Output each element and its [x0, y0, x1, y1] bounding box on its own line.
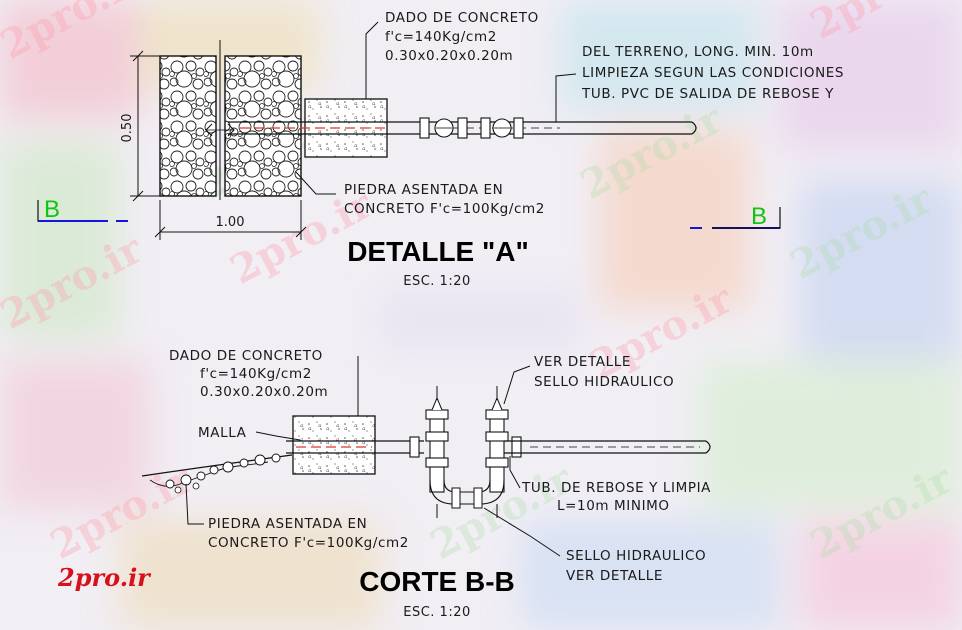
section-marker-left: B: [37, 196, 128, 223]
sello-label: SELLO HIDRAULICO: [566, 548, 706, 564]
corte-bb: DADO DE CONCRETO f'c=140Kg/cm2 0.30x0.20…: [141, 348, 711, 620]
leader-sello: [483, 507, 561, 557]
dado-label: DADO DE CONCRETO: [385, 10, 539, 26]
tub-label: TUB. PVC DE SALIDA DE REBOSE Y: [581, 86, 834, 102]
section-b-right: B: [751, 203, 767, 230]
site-logo[interactable]: 2pro.ir: [57, 563, 152, 592]
watermark-text: 2pro.ir: [803, 0, 961, 49]
leader-piedra-bb: [185, 483, 204, 525]
dimension-width-label: 1.00: [216, 215, 245, 230]
dado-label-bb: DADO DE CONCRETO: [169, 348, 323, 364]
tub-label: DEL TERRENO, LONG. MIN. 10m: [582, 44, 814, 60]
pvc-pipe: [228, 117, 697, 139]
piedra-label: CONCRETO F'c=100Kg/cm2: [344, 201, 545, 217]
detalle-a: 0.50 1.00: [37, 10, 844, 289]
corte-bb-scale: ESC. 1:20: [403, 605, 471, 620]
leader-ver-detalle: [503, 365, 531, 405]
dado-label: 0.30x0.20x0.20m: [385, 48, 513, 64]
tub-label-bb: L=10m MINIMO: [557, 498, 670, 514]
leader-malla: [255, 431, 301, 441]
piedra-label-bb: CONCRETO F'c=100Kg/cm2: [208, 535, 409, 551]
watermark-text: 2pro.ir: [803, 455, 961, 569]
dado-label-bb: f'c=140Kg/cm2: [200, 366, 312, 382]
pipe-right: [504, 436, 711, 458]
tub-label-bb: TUB. DE REBOSE Y LIMPIA: [521, 480, 711, 496]
stone-wall: [159, 40, 302, 200]
dimension-width: 1.00: [154, 200, 307, 240]
dimension-height: 0.50: [120, 50, 160, 202]
ver-detalle-label: SELLO HIDRAULICO: [534, 374, 674, 390]
ground-stones: [141, 453, 293, 494]
dado-label-bb: 0.30x0.20x0.20m: [200, 384, 328, 400]
watermark-text: 2pro.ir: [0, 225, 151, 339]
dado-label: f'c=140Kg/cm2: [385, 29, 497, 45]
detalle-a-title: DETALLE "A": [347, 236, 529, 267]
concrete-block: [292, 415, 376, 475]
piedra-label-bb: PIEDRA ASENTADA EN: [208, 516, 367, 532]
hydraulic-seal-trap: [425, 386, 509, 518]
watermark-text: 2pro.ir: [43, 455, 201, 569]
leader-piedra: [295, 171, 336, 195]
watermark-text: 2pro.ir: [783, 175, 941, 289]
sello-label: VER DETALLE: [566, 568, 663, 584]
watermark-text: 2pro.ir: [0, 0, 151, 69]
watermark-text: 2pro.ir: [573, 95, 731, 209]
leader-dado: [365, 21, 379, 99]
malla-label: MALLA: [198, 425, 247, 441]
section-b-left: B: [44, 196, 60, 223]
section-marker-right: B: [690, 203, 781, 230]
pipe-left: [286, 436, 424, 458]
tub-label: LIMPIEZA SEGUN LAS CONDICIONES: [582, 65, 844, 81]
dimension-height-label: 0.50: [120, 114, 135, 143]
watermark-text: 2pro.ir: [583, 275, 741, 389]
leader-tub: [555, 73, 577, 122]
corte-bb-title: CORTE B-B: [359, 566, 515, 597]
ver-detalle-label: VER DETALLE: [534, 354, 631, 370]
piedra-label: PIEDRA ASENTADA EN: [344, 182, 503, 198]
detalle-a-scale: ESC. 1:20: [403, 274, 471, 289]
leader-tub-bb: [509, 456, 521, 489]
